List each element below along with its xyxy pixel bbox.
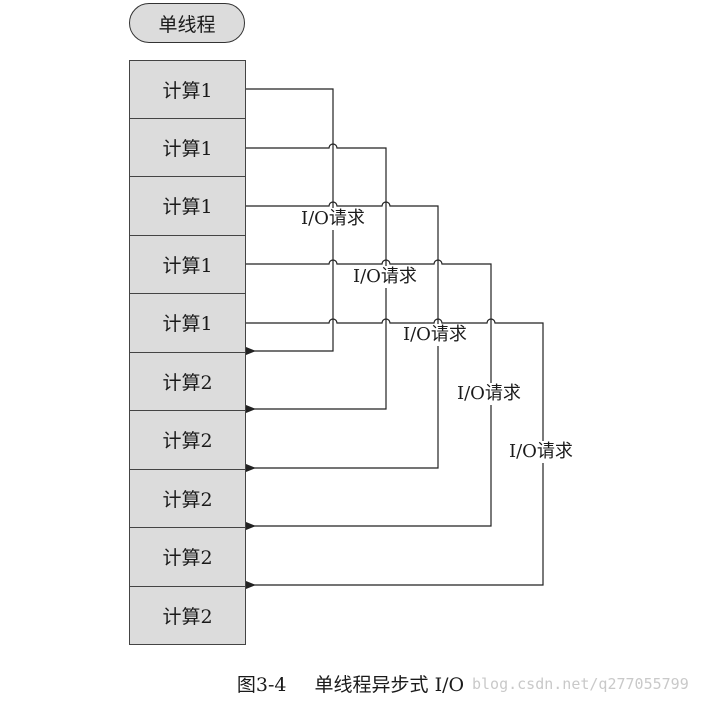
compute-block-3: 计算1	[129, 177, 246, 236]
figure-title: 单线程异步式 I/O	[314, 674, 465, 696]
compute-block-6: 计算2	[129, 352, 246, 411]
compute-block-4: 计算1	[129, 235, 246, 294]
io-request-label-2: I/O请求	[352, 266, 418, 288]
io-wire-4	[246, 259, 492, 530]
io-request-label-5: I/O请求	[508, 441, 574, 463]
compute-block-8: 计算2	[129, 469, 246, 528]
io-request-label-4: I/O请求	[456, 383, 522, 405]
compute-block-7: 计算2	[129, 411, 246, 470]
io-wire-2	[246, 143, 387, 413]
watermark: blog.csdn.net/q277055799	[472, 675, 689, 693]
figure-number: 图3-4	[236, 674, 287, 696]
io-wire-5	[246, 318, 544, 589]
compute-block-1: 计算1	[129, 60, 246, 119]
compute-block-9: 计算2	[129, 528, 246, 587]
compute-stack: 计算1 计算1 计算1 计算1 计算1 计算2 计算2 计算2 计算2 计算2	[129, 60, 246, 645]
compute-block-5: 计算1	[129, 294, 246, 353]
single-thread-label: 单线程	[129, 3, 245, 43]
compute-block-2: 计算1	[129, 118, 246, 177]
io-wire-3	[246, 201, 439, 472]
io-request-label-3: I/O请求	[402, 324, 468, 346]
figure-caption: 图3-4 单线程异步式 I/O	[0, 670, 701, 697]
io-request-label-1: I/O请求	[300, 208, 366, 230]
compute-block-10: 计算2	[129, 586, 246, 645]
